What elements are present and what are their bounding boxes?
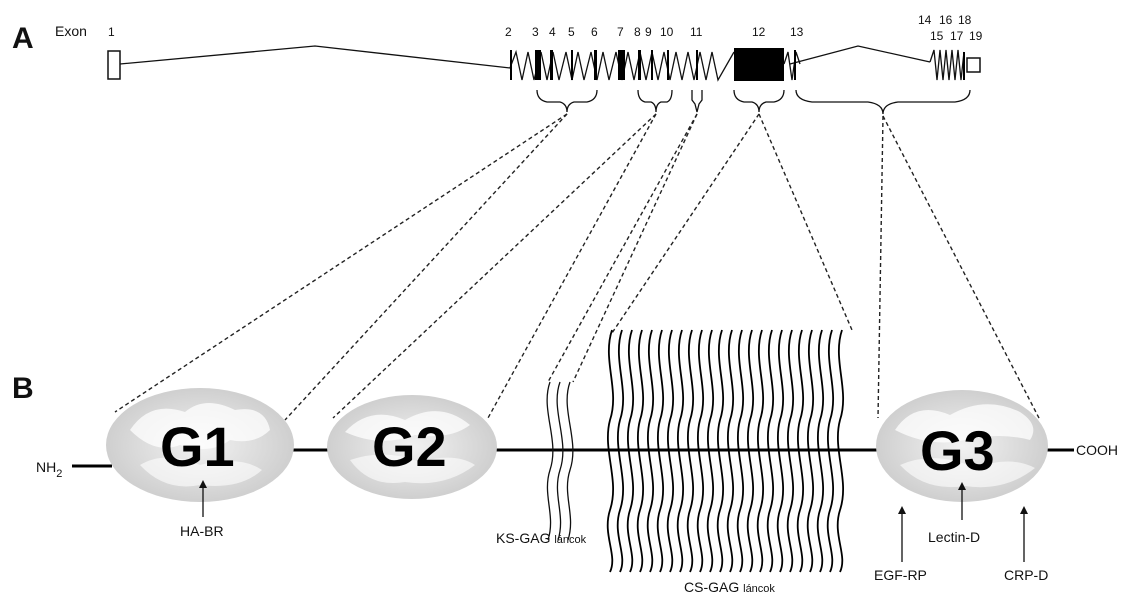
- exon-number-9: 9: [645, 25, 652, 39]
- gene-structure: [108, 46, 980, 81]
- ks-gag-label: KS-GAG láncok: [496, 530, 587, 546]
- panel-a-label: A: [12, 22, 34, 55]
- exon-number-17: 17: [950, 29, 964, 43]
- projection-lines: [115, 114, 1040, 420]
- exon-9-bar: [651, 50, 653, 80]
- exon-numbers: 1 2 3 4 5 6 7 8 9 10 11 12 13 14 15 16 1…: [108, 13, 983, 43]
- exon-number-2: 2: [505, 25, 512, 39]
- exon-10-bar: [667, 50, 669, 80]
- exon-number-6: 6: [591, 25, 598, 39]
- brace-cs: [734, 90, 784, 112]
- exon-number-14: 14: [918, 13, 932, 27]
- exon-number-7: 7: [617, 25, 624, 39]
- c-terminus-label: COOH: [1076, 442, 1118, 458]
- exon-18-bar: [963, 52, 965, 80]
- egf-rp-label: EGF-RP: [874, 567, 927, 583]
- exon-number-12: 12: [752, 25, 766, 39]
- exon-4-bar: [550, 50, 553, 80]
- g1-label: G1: [160, 415, 235, 478]
- ks-gag-chains: [547, 382, 573, 540]
- exon-number-10: 10: [660, 25, 674, 39]
- exon-number-3: 3: [532, 25, 539, 39]
- cs-gag-label: CS-GAG láncok: [684, 579, 775, 595]
- exon-number-11: 11: [690, 25, 703, 39]
- exon-number-5: 5: [568, 25, 575, 39]
- lectin-d-label: Lectin-D: [928, 529, 980, 545]
- exon-number-13: 13: [790, 25, 804, 39]
- crp-d-label: CRP-D: [1004, 567, 1048, 583]
- exon-number-8: 8: [634, 25, 641, 39]
- brace-g2: [638, 90, 672, 112]
- exon-2-bar: [510, 50, 512, 80]
- brace-g3: [796, 90, 970, 114]
- panel-b-label: B: [12, 372, 34, 405]
- exon-number-1: 1: [108, 25, 115, 39]
- exon-5-bar: [571, 50, 573, 80]
- exon-8-bar: [638, 50, 641, 80]
- exon-braces: [537, 90, 970, 114]
- exon-number-19: 19: [969, 29, 983, 43]
- n-terminus-label: NH2: [36, 459, 62, 480]
- exon-19-box: [967, 58, 980, 72]
- exon-1-box: [108, 51, 120, 79]
- g2-label: G2: [372, 415, 447, 478]
- exon-number-15: 15: [930, 29, 944, 43]
- exon-13-bar: [794, 50, 796, 80]
- exon-number-4: 4: [549, 25, 556, 39]
- g3-label: G3: [920, 419, 995, 482]
- brace-ks: [692, 90, 702, 112]
- exon-6-bar: [594, 50, 597, 80]
- exon-number-18: 18: [958, 13, 972, 27]
- exon-7-bar: [618, 50, 625, 80]
- brace-g1: [537, 90, 597, 112]
- exon-12-bar: [734, 48, 784, 81]
- exon-11-bar: [696, 50, 698, 80]
- ha-br-label: HA-BR: [180, 523, 224, 539]
- exon-label: Exon: [55, 23, 87, 39]
- exon-3-bar: [535, 50, 541, 80]
- exon-number-16: 16: [939, 13, 953, 27]
